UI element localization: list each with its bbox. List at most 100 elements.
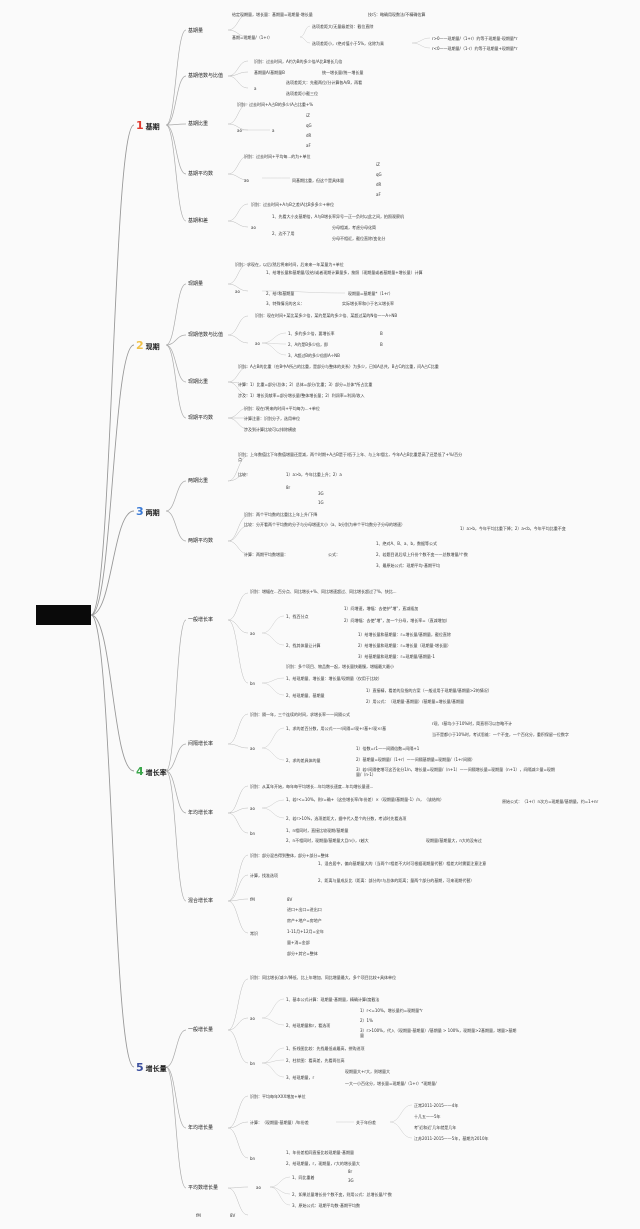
topic-node[interactable]: 混合增长率: [188, 898, 214, 904]
leaf-node: 3）若r间隔使增可这百化分1/n，增长量=现期量/（n+1）——间隔增长量=现期…: [356, 767, 555, 777]
leaf-node: 分母相减，考虑分母化简: [332, 225, 376, 230]
section-number: 5: [136, 1061, 144, 1074]
leaf-node: r>0——现期量/（1+r）约等于现期量-现期量*r: [432, 36, 518, 41]
leaf-node: fM: [250, 897, 255, 902]
leaf-node: 1、若r<=10%，则r=确+（这些增长率/年份差）×（现期量/基期量-1）/n…: [286, 797, 445, 802]
connector-line: [165, 1029, 187, 1068]
leaf-node: 1、给增长量和基期量/没给/或者现期计算量多，按照（现期量或者基期量+增长量）计…: [266, 270, 423, 275]
connector-line: [261, 332, 287, 344]
topic-node[interactable]: 基期和差: [188, 218, 209, 224]
leaf-node: 基期=现期量/（1+r）: [232, 35, 273, 40]
topic-node[interactable]: 基期比重: [188, 121, 209, 127]
leaf-node: 实际增长率和小于名义增长率: [342, 301, 394, 306]
connector-line: [165, 283, 187, 346]
leaf-node: 2、距离与量成反比（距离：部分的r与总体的距离；量两个部分的基期，可来现期代替）: [318, 878, 475, 883]
leaf-node: ao: [250, 1016, 255, 1021]
topic-node[interactable]: 年均增长率: [188, 810, 214, 816]
connector-line: [227, 854, 249, 902]
leaf-node: 同基期比重，但这个是具体量: [292, 178, 344, 183]
connector-line: [261, 615, 285, 634]
section-number: 3: [136, 505, 144, 518]
topic-node[interactable]: 两期平均数: [188, 538, 214, 544]
leaf-node: a: [254, 86, 257, 91]
leaf-node: 基期量A/基期量B: [254, 70, 285, 75]
connector-line: [227, 60, 249, 77]
topic-node[interactable]: 间隔增长率: [188, 741, 214, 747]
leaf-node: 3G: [318, 491, 324, 496]
connector-line: [165, 1066, 187, 1129]
connector-line: [165, 344, 187, 419]
topic-node[interactable]: 一般增长量: [188, 1027, 214, 1033]
connector-line: [165, 29, 187, 126]
leaf-node: bn: [250, 1156, 256, 1161]
connector-line: [227, 203, 249, 222]
leaf-node: 现期量/基期量大，n大的没有过: [426, 838, 482, 843]
section-number: 4: [136, 765, 144, 778]
leaf-node: 1、混合居中，偏向基期量大的（当两个r相差不大时可根据现期量代替）相差大时需要注…: [318, 861, 487, 866]
leaf-node: qG: [306, 123, 312, 128]
leaf-node: 2、给现期量、基期量: [286, 693, 325, 698]
leaf-node: 房产+地产=房地产: [287, 918, 322, 923]
connector-line: [227, 900, 249, 934]
leaf-node: 识别：过去时间+平均每...的为+单位: [244, 154, 311, 159]
topic-node[interactable]: 一般增长率: [188, 617, 214, 623]
topic-node[interactable]: 基期量: [188, 28, 204, 34]
connector-line: [227, 283, 249, 292]
leaf-node: 十几五——5年: [414, 1114, 441, 1119]
leaf-node: 3、A超过B的多少倍即A÷NB: [288, 353, 340, 358]
section-label: 基期: [145, 123, 160, 131]
leaf-node: a: [272, 128, 275, 133]
topic-node[interactable]: 平均数增长量: [188, 1185, 219, 1191]
topic-node[interactable]: 现期倍数与比值: [188, 332, 224, 338]
leaf-node: 计算注意：识别分子，选用单位: [244, 416, 300, 421]
leaf-node: 识别：多个项目、物品数一起，增长量快最慢，增幅最大最小: [286, 664, 394, 669]
leaf-node: ao: [256, 1185, 261, 1190]
connector-line: [227, 334, 249, 344]
connector-line: [261, 342, 287, 356]
connector-line: [389, 1121, 413, 1139]
connector-line: [261, 747, 285, 761]
topic-node[interactable]: 现期量: [188, 281, 204, 287]
leaf-node: 识别：上年数值比下年数值增量还是减，两个时期+A占B是于/低于上年、与上年相比，…: [238, 452, 463, 462]
leaf-node: 现期量大+r大，则增量大: [345, 1069, 390, 1074]
connector-line: [227, 515, 249, 542]
leaf-node: 识别：现在/将来的时间+平均每为...+单位: [244, 406, 320, 411]
leaf-node: ao: [237, 128, 242, 133]
leaf-node: 1G: [318, 500, 324, 505]
topic-node[interactable]: 基期平均数: [188, 171, 214, 177]
leaf-node: 1、同比重着: [292, 1175, 315, 1180]
leaf-node: 给定现期量，增长量：基期量=现期量-增长量: [232, 12, 313, 17]
connector-line: [261, 342, 287, 345]
leaf-node: 1）a>b，今年平均比重下降；2）a<b，今年平均比重不变: [460, 526, 566, 531]
topic-node[interactable]: 年均增长量: [188, 1125, 214, 1131]
section-number: 2: [136, 339, 144, 352]
leaf-node: 技巧：略确用现数法/不精确估算: [368, 12, 426, 17]
connector-line: [227, 978, 249, 1031]
topic-node[interactable]: 现期平均数: [188, 415, 214, 421]
connector-line: [261, 290, 346, 294]
leaf-node: 计算，找准选项: [250, 873, 278, 878]
topic-node[interactable]: 基期倍数与比值: [188, 73, 224, 79]
connector-line: [227, 366, 249, 383]
leaf-node: 3、给现期量，r: [286, 1075, 315, 1080]
leaf-node: 1、找百分点: [286, 614, 309, 619]
connector-line: [389, 1104, 413, 1123]
leaf-node: 2、求的差具体的量: [286, 758, 321, 763]
topic-node[interactable]: 现期比重: [188, 379, 209, 385]
topic-node[interactable]: 两期比重: [188, 478, 209, 484]
leaf-node: 识别：部分混合得到整体，部分+部分=整体: [250, 853, 329, 858]
leaf-node: fM: [196, 1213, 201, 1218]
connector-line: [261, 727, 285, 749]
connector-line: [227, 29, 249, 38]
leaf-node: aF: [306, 143, 311, 148]
leaf-node: 2）给增长量和现期量：r=增长量（现期量-增长量）: [358, 643, 451, 648]
connector-line: [261, 1062, 285, 1078]
mindmap-root-node[interactable]: [36, 605, 91, 625]
leaf-node: 识别：现在时间+某比某多少倍，某约是某的多少倍、某超过某的N倍——A÷NB: [255, 313, 398, 318]
